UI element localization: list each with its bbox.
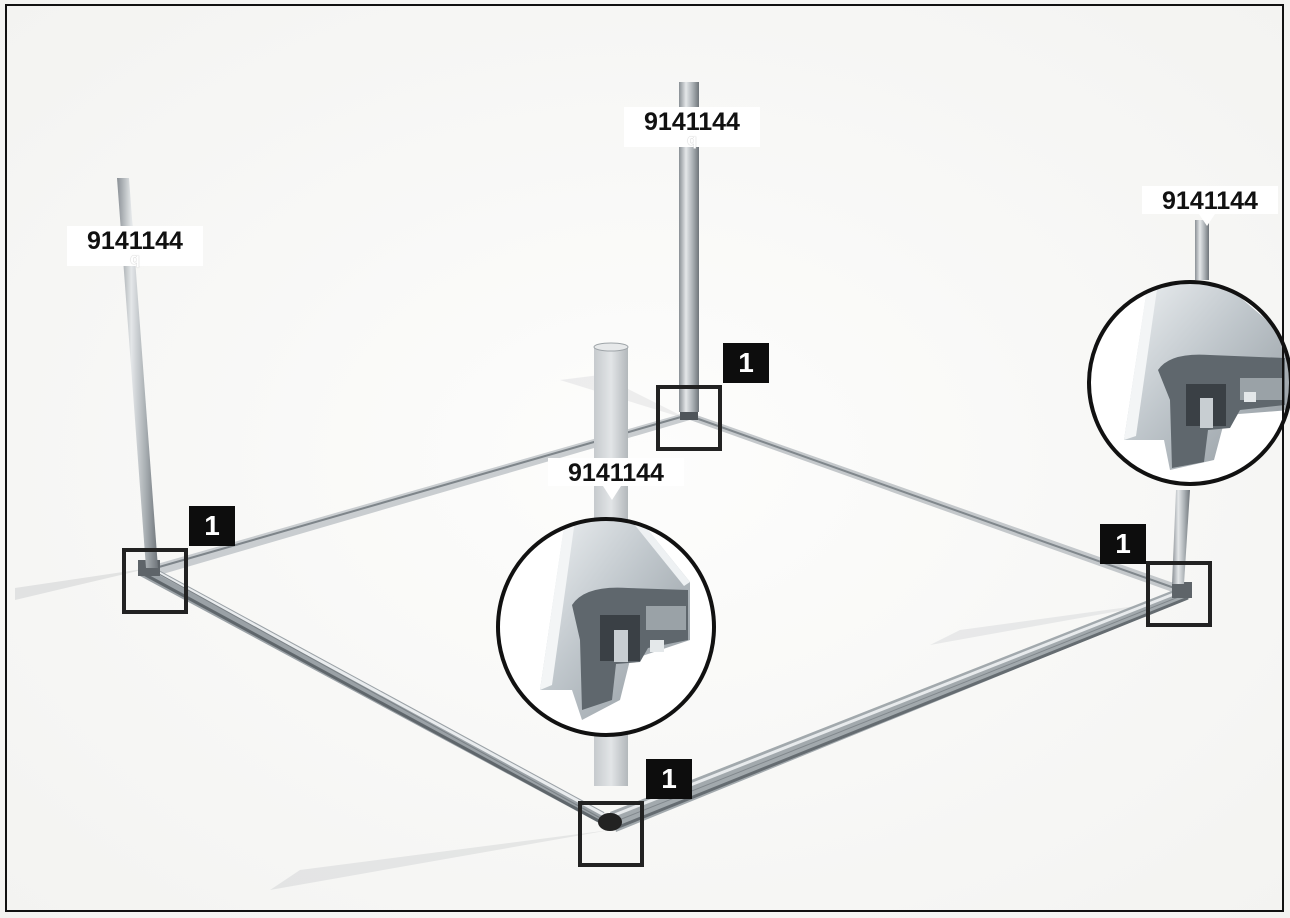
callout-badge-right: 1 — [1100, 524, 1146, 564]
base-frame — [138, 406, 1192, 832]
part-number-text: 9141144 — [568, 459, 664, 487]
label-pointers — [603, 214, 1215, 500]
part-label-back-upright: 9141144 q — [624, 107, 760, 149]
corner-callout-box-right — [1146, 561, 1212, 627]
callout-badge-back: 1 — [723, 343, 769, 383]
part-label-front-upright: 9141144 — [548, 458, 684, 486]
callout-badge-left: 1 — [189, 506, 235, 546]
part-label-suffix: q — [687, 132, 697, 149]
corner-callout-box-front — [578, 801, 644, 867]
part-number-text: 9141144 — [87, 227, 183, 255]
callout-badge-front: 1 — [646, 759, 692, 799]
corner-callout-box-back — [656, 385, 722, 451]
corner-callout-box-left — [122, 548, 188, 614]
profile-detail-right — [1087, 280, 1290, 486]
part-label-suffix: q — [130, 251, 140, 268]
part-label-left-upright: 9141144 q — [67, 226, 203, 268]
part-label-right-upright: 9141144 — [1142, 186, 1278, 214]
profile-detail-center — [496, 517, 716, 737]
part-number-text: 9141144 — [1162, 187, 1258, 215]
part-number-text: 9141144 — [644, 108, 740, 136]
